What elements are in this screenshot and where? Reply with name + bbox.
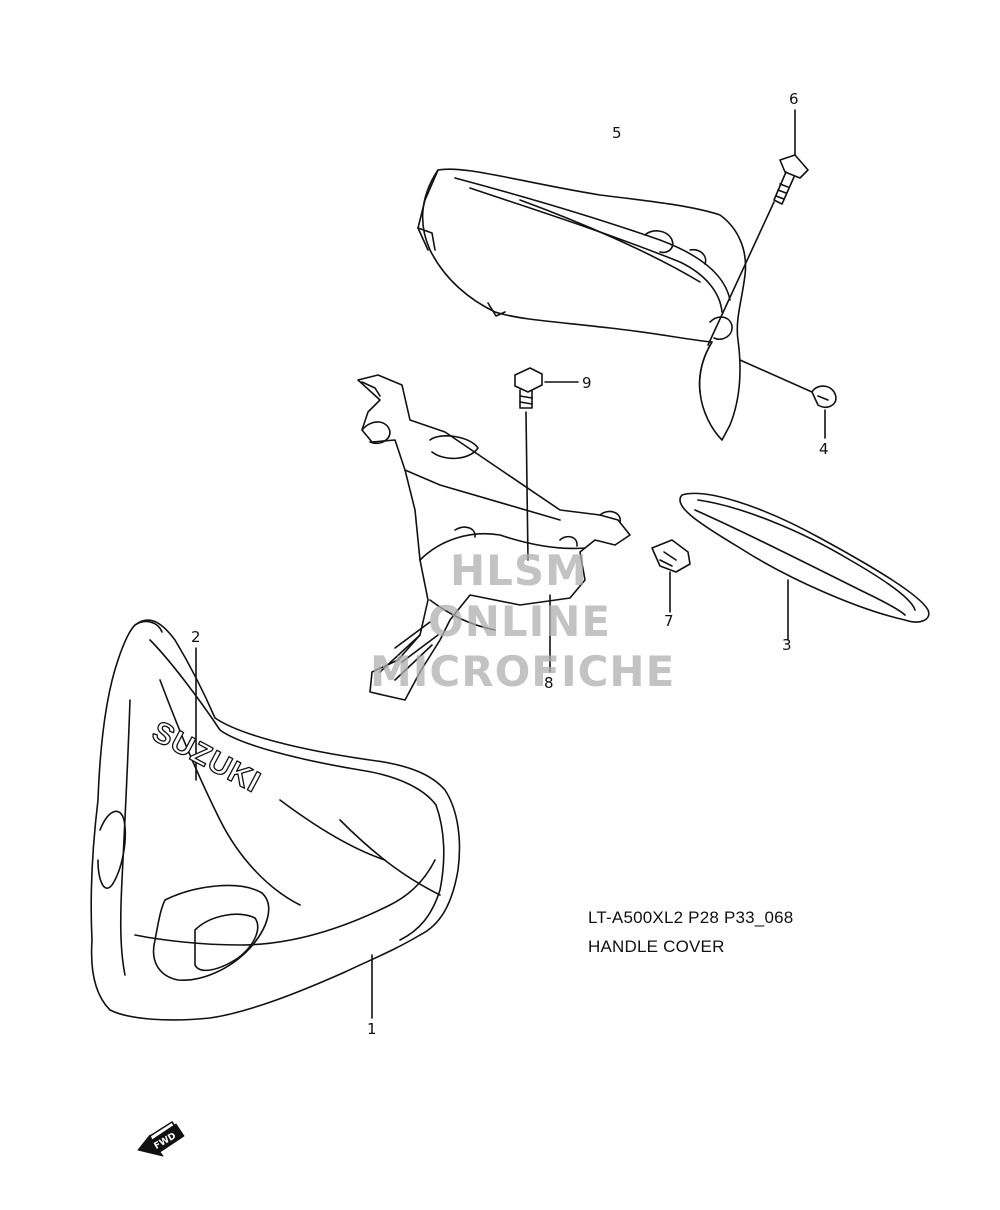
callout-1: 1 — [367, 1020, 377, 1038]
diagram-code: LT-A500XL2 P28 P33_068 — [588, 908, 794, 927]
watermark-line-3: MICROFICHE — [370, 647, 676, 696]
diagram-title: HANDLE COVER — [588, 937, 725, 956]
callout-8: 8 — [544, 674, 554, 692]
part-6-screw — [707, 109, 809, 346]
part-9-bolt — [514, 367, 579, 561]
part-4-nut — [739, 359, 837, 439]
callout-5: 5 — [612, 124, 622, 142]
part-7-clip — [651, 539, 691, 613]
watermark-line-1: HLSM — [450, 546, 588, 595]
callout-6: 6 — [789, 90, 799, 108]
fwd-arrow-icon: FWD — [137, 1121, 185, 1157]
part-5-rear-cover — [417, 168, 747, 441]
callout-2: 2 — [191, 628, 201, 646]
callout-7: 7 — [664, 612, 674, 630]
watermark-line-2: ONLINE — [428, 597, 612, 646]
part-3-reflector — [679, 492, 930, 641]
callout-4: 4 — [819, 440, 829, 458]
part-1-front-cover — [90, 619, 461, 1021]
part-8-bracket — [357, 374, 631, 701]
callout-9: 9 — [582, 374, 592, 392]
suzuki-brand-logo: SUZUKI — [146, 714, 267, 800]
callout-3: 3 — [782, 636, 792, 654]
svg-text:SUZUKI: SUZUKI — [147, 715, 266, 799]
